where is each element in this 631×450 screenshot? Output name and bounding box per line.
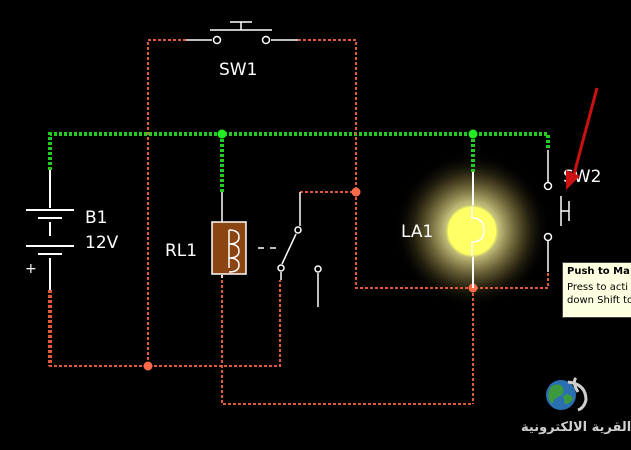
wire-relay-bottom [221,275,473,405]
relay-contacts [277,192,322,307]
label-b1: B1 [85,208,107,228]
wire-sw1-loop [147,39,186,366]
globe-logo-icon [546,376,588,412]
lamp-la1[interactable] [446,172,498,288]
relay-rl1-coil[interactable] [211,192,247,278]
junction-dot [351,187,361,197]
battery-b1[interactable] [26,170,74,290]
junction-dot [143,361,153,371]
live-wires [48,132,550,192]
wire-top-rail [48,132,550,170]
label-rl1: RL1 [165,241,197,261]
wire-battery-bottom [49,280,281,367]
label-la1: LA1 [401,222,433,242]
junction-dot [217,129,227,139]
pointer-arrow-icon [566,87,599,190]
wire-sw1-right [298,39,549,289]
tooltip-line-2: down Shift to [567,295,631,306]
switch-sw1[interactable] [186,21,298,45]
tooltip-sw2: Push to Ma Press to acti down Shift to [562,262,631,318]
label-sw1: SW1 [219,60,257,80]
logo-arabic-text: القرية الالكترونية [521,420,631,435]
switch-sw2[interactable] [543,150,570,272]
label-b1-voltage: 12V [85,233,119,253]
tooltip-title: Push to Ma [567,266,630,277]
tooltip-line-1: Press to acti [567,282,629,293]
battery-plus-sign: + [25,261,37,277]
junction-dot [468,129,478,139]
